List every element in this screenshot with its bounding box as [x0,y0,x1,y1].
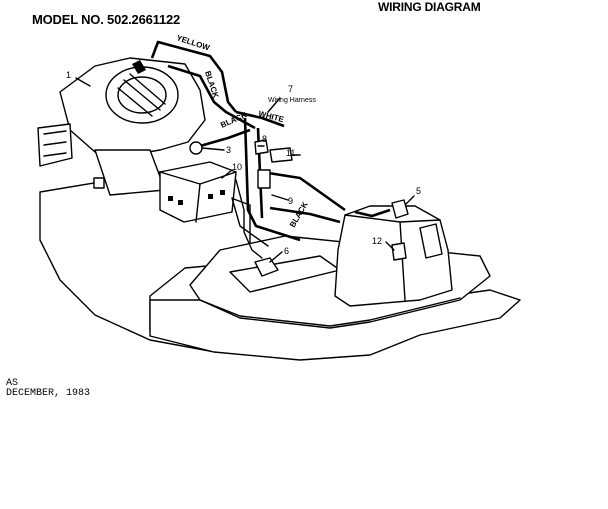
connector-9 [257,169,271,189]
black-wire-upper [167,64,256,130]
connector-8 [254,139,269,155]
callout-8: 8 [262,134,267,144]
switch-6 [254,257,279,277]
connector-11 [269,147,293,163]
callout-11: 11 [286,148,295,158]
air-cleaner [37,123,73,167]
switch-12 [391,242,407,261]
black-wire-middle [199,128,251,148]
callout-12: 12 [372,236,382,246]
callout-1: 1 [66,70,71,80]
black-wire-lower [261,170,346,224]
callout-9: 9 [288,196,293,206]
callout-3: 3 [226,145,231,155]
diagram-title: WIRING DIAGRAM [378,0,481,14]
callout-5: 5 [416,186,421,196]
callout-harness: Wiring Harness [268,97,316,104]
switch-5 [391,199,409,219]
wire-label-yellow: YELLOW [175,33,211,52]
console-window [419,223,443,259]
model-number: MODEL NO. 502.2661122 [32,12,181,27]
callout-6: 6 [284,246,289,256]
footer-code: AS [6,378,19,389]
white-wire [235,110,285,128]
yellow-wire [150,40,238,113]
fastener-3 [189,141,203,155]
callout-7: 7 [288,84,293,94]
footer-date: DECEMBER, 1983 [6,388,91,399]
callout-10: 10 [232,162,242,172]
